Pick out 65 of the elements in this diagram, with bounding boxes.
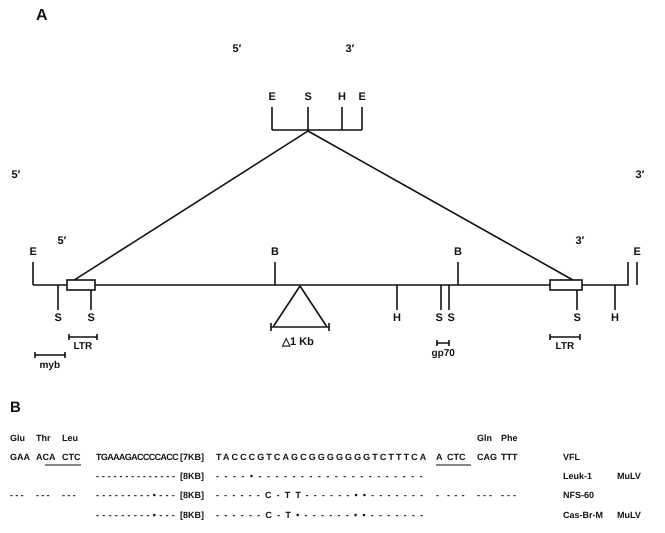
strand-end-label: 3′ <box>576 236 584 247</box>
strand-end-label: 5′ <box>58 236 66 247</box>
restriction-site-label: B <box>271 247 279 258</box>
restriction-site-label: E <box>30 247 37 258</box>
region-label: LTR <box>74 342 92 352</box>
codon-text: --- <box>10 491 26 500</box>
region-label: LTR <box>556 342 574 352</box>
restriction-site-label: E <box>358 92 366 103</box>
panel-label: A <box>36 8 48 24</box>
restriction-site-label: H <box>338 92 346 103</box>
restriction-site-label: E <box>634 247 641 258</box>
scale-label: △1 Kb <box>282 337 314 348</box>
codon-text: --- <box>36 491 52 500</box>
region-label: myb <box>40 361 60 371</box>
restriction-site-label: S <box>304 92 312 103</box>
amino-acid-label: Thr <box>36 434 50 443</box>
codon-text: TTT <box>501 453 518 462</box>
virus-label: MuLV <box>617 511 641 520</box>
sequence-text: -------------- <box>96 472 178 481</box>
sequence-text: ---------•--- <box>96 491 178 500</box>
sequence-text: TGAAAGACCCCACC <box>96 453 178 462</box>
strand-end-label: 3′ <box>636 170 644 181</box>
strain-label: VFL <box>563 453 580 462</box>
gap-label: [7KB] <box>180 453 204 462</box>
codon-text: CTC <box>447 453 466 462</box>
codon-text: --- <box>501 491 519 500</box>
restriction-site-label: H <box>393 313 401 324</box>
strain-label: Leuk-1 <box>563 472 592 481</box>
codon-text: --- <box>447 491 469 500</box>
amino-acid-label: Glu <box>10 434 25 443</box>
codon-text: GAA <box>10 453 30 462</box>
codon-text: --- <box>62 491 78 500</box>
strain-label: Cas-Br-M <box>563 511 604 520</box>
region-label: gp70 <box>432 349 455 359</box>
strain-label: NFS-60 <box>563 491 594 500</box>
strand-end-label: 5′ <box>232 44 242 55</box>
sequence-text: ------C-TT------••------- <box>216 491 428 500</box>
virus-label: MuLV <box>617 472 641 481</box>
sequence-text: TACCCGTCAGCGGGGGGGTCTTTCA <box>216 453 428 462</box>
restriction-site-label: S <box>448 313 455 324</box>
gap-label: [8KB] <box>180 472 204 481</box>
codon-text: - <box>436 491 439 500</box>
restriction-site-label: S <box>436 313 443 324</box>
amino-acid-label: Gln <box>477 434 492 443</box>
sequence-text: ----•-------------------- <box>216 472 428 481</box>
restriction-site-label: S <box>54 313 62 324</box>
amino-acid-label: Leu <box>62 434 78 443</box>
codon-text: A <box>436 453 442 462</box>
sequence-text: ---------•--- <box>96 511 178 520</box>
codon-text: ACA <box>36 453 56 462</box>
restriction-site-label: B <box>454 247 462 258</box>
codon-text: CTC <box>62 453 80 462</box>
panel-label: B <box>10 400 21 415</box>
restriction-site-label: H <box>611 313 619 324</box>
strand-end-label: 3′ <box>346 44 354 55</box>
strand-end-label: 5′ <box>12 170 20 181</box>
restriction-site-label: S <box>88 313 95 324</box>
gap-label: [8KB] <box>180 511 204 520</box>
restriction-site-label: S <box>574 313 581 324</box>
amino-acid-label: Phe <box>501 434 518 443</box>
codon-text: CAG <box>477 453 497 462</box>
codon-text: --- <box>477 491 495 500</box>
sequence-text: ------C-T•------••------- <box>216 511 428 520</box>
gap-label: [8KB] <box>180 491 204 500</box>
restriction-site-label: E <box>268 92 276 103</box>
